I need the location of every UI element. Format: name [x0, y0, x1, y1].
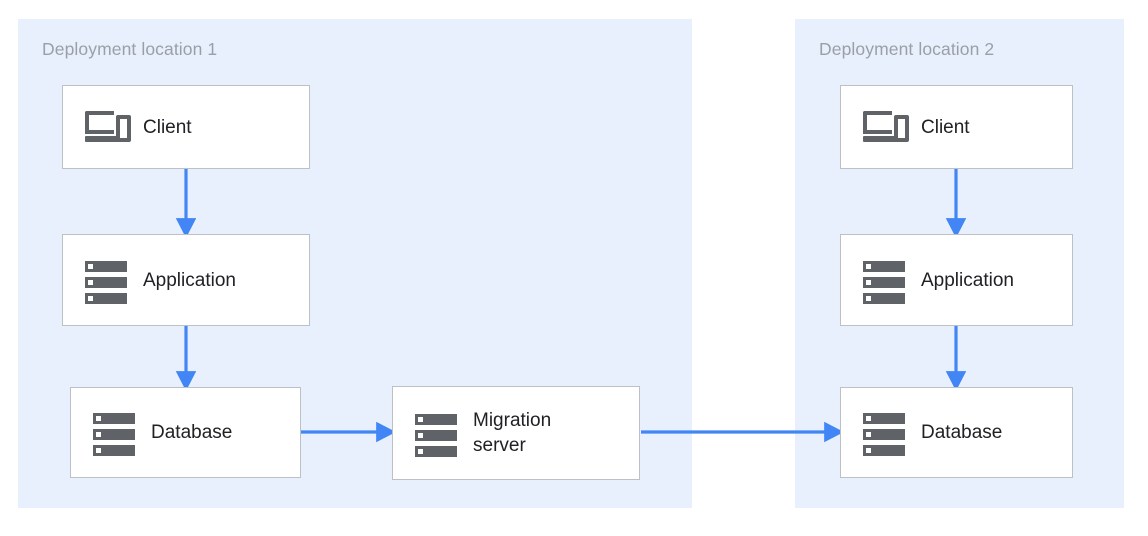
devices-icon	[863, 107, 909, 147]
deployment-location-1-label: Deployment location 1	[42, 39, 218, 59]
node-client-1[interactable]: Client	[62, 85, 310, 169]
server-icon	[863, 260, 907, 304]
node-application-1-label: Application	[143, 269, 236, 291]
server-icon	[85, 260, 129, 304]
node-database-2-label: Database	[921, 422, 1003, 443]
node-database-1-label: Database	[151, 422, 233, 443]
node-application-2[interactable]: Application	[840, 234, 1073, 326]
node-migration-server[interactable]: Migration server	[392, 386, 640, 480]
node-application-1[interactable]: Application	[62, 234, 310, 326]
deployment-location-2-label: Deployment location 2	[819, 39, 995, 59]
node-client-1-label: Client	[143, 116, 192, 138]
server-icon	[415, 413, 459, 457]
node-migration-server-label: Migration server	[473, 410, 552, 456]
node-database-2[interactable]: Database	[840, 387, 1073, 478]
server-icon	[93, 413, 137, 456]
node-application-2-label: Application	[921, 269, 1014, 291]
devices-icon	[85, 107, 131, 147]
node-database-1[interactable]: Database	[70, 387, 301, 478]
server-icon	[863, 413, 907, 456]
node-client-2[interactable]: Client	[840, 85, 1073, 169]
node-client-2-label: Client	[921, 116, 970, 138]
